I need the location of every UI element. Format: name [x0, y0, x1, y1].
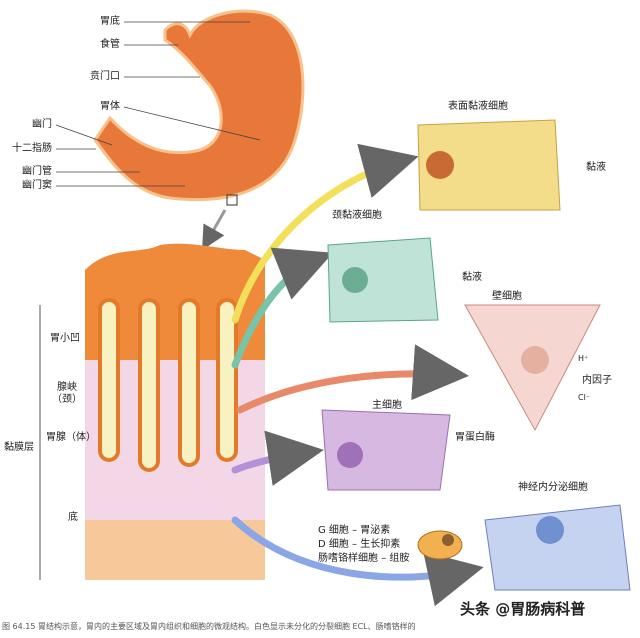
label-neuroendocrine-cell: 神经内分泌细胞 — [518, 482, 588, 493]
zoom-arrow — [202, 209, 227, 251]
label-pylorus: 幽门 — [32, 119, 52, 130]
figure-caption: 图 64.15 胃结构示意，胃内的主要区域及胃内组织和细胞的微观结构。白色显示未… — [2, 622, 416, 631]
label-cl-ion: Cl⁻ — [578, 393, 591, 402]
cell-arrows — [231, 143, 484, 607]
label-intrinsic-factor: 内因子 — [582, 375, 612, 386]
cell-drawings — [321, 119, 631, 591]
mucosa-block — [85, 243, 265, 580]
label-chief-cell: 主细胞 — [372, 400, 402, 411]
legend-g-cell: G 细胞 – 胃泌素 — [318, 525, 391, 536]
label-esophagus: 食管 — [100, 39, 120, 50]
label-mucus-2: 黏液 — [462, 272, 482, 283]
label-parietal-cell: 壁细胞 — [492, 291, 522, 302]
label-neck-mucous-cell: 颈黏液细胞 — [332, 210, 382, 221]
zoom-box — [226, 194, 238, 206]
label-fundus: 胃底 — [100, 16, 120, 27]
leader-lines — [55, 21, 261, 187]
label-gastric-pit: 胃小凹 — [50, 333, 80, 344]
label-mucosa: 黏膜层 — [4, 442, 34, 453]
label-cardia: 贲门口 — [90, 71, 120, 82]
label-body: 胃体 — [100, 101, 120, 112]
label-isthmus: 腺峡 （颈） — [52, 382, 82, 405]
label-pepsin: 胃蛋白酶 — [455, 432, 495, 443]
label-pyloric-antrum: 幽门窦 — [22, 180, 52, 191]
label-mucus-1: 黏液 — [586, 162, 606, 173]
legend-d-cell: D 细胞 – 生长抑素 — [318, 539, 401, 550]
label-duodenum: 十二指肠 — [12, 143, 52, 154]
stomach-shape — [93, 9, 305, 202]
legend-ecl-cell: 肠嗜铬样细胞 – 组胺 — [318, 553, 410, 564]
watermark: 头条 @胃肠病科普 — [460, 600, 586, 618]
label-gland-body: 胃腺（体） — [46, 432, 96, 443]
label-surface-mucous-cell: 表面黏液细胞 — [448, 101, 508, 112]
label-pyloric-canal: 幽门管 — [22, 166, 52, 177]
label-base: 底 — [68, 512, 78, 523]
label-h-ion: H⁺ — [578, 354, 589, 363]
